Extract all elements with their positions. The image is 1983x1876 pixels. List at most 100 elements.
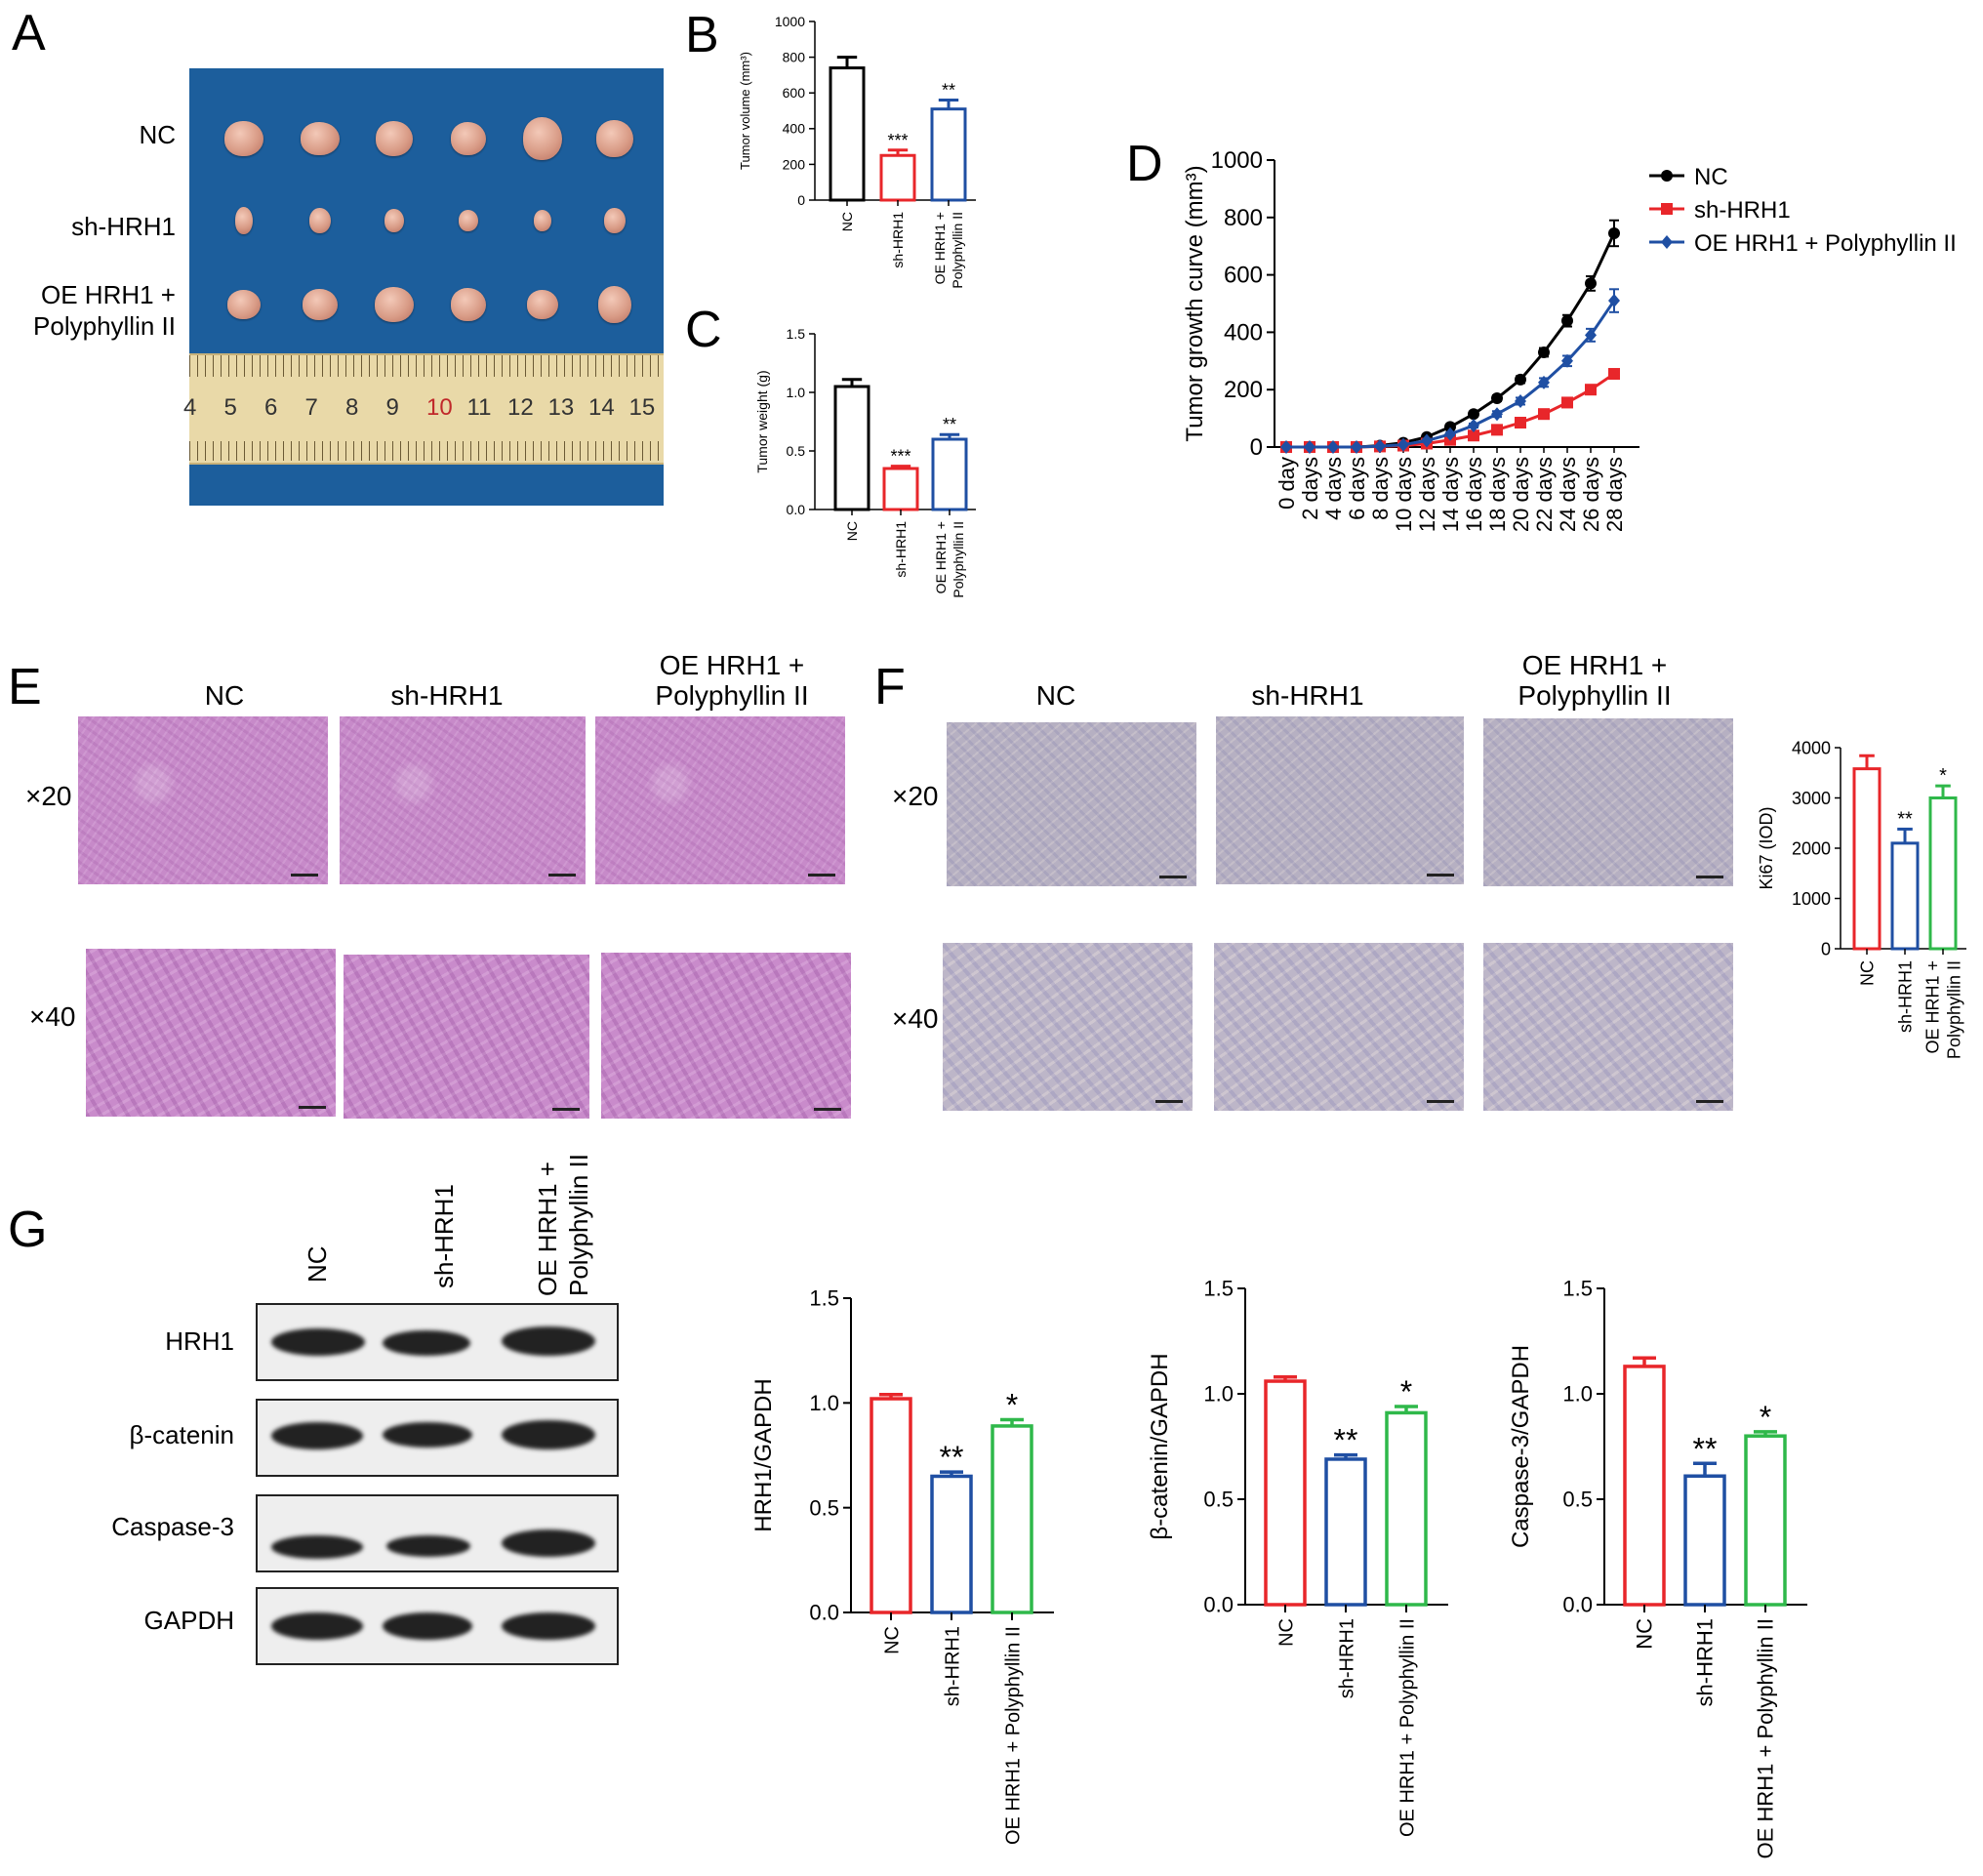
x-tick-label: 6 days bbox=[1345, 457, 1369, 520]
significance-label: *** bbox=[887, 131, 908, 150]
data-point bbox=[1538, 408, 1550, 421]
tumor-specimen bbox=[309, 208, 331, 233]
data-point bbox=[1561, 396, 1573, 409]
bar bbox=[930, 107, 967, 202]
data-point bbox=[1538, 375, 1550, 389]
data-point bbox=[1515, 373, 1526, 386]
panel-label-d: D bbox=[1126, 136, 1163, 192]
bar bbox=[1683, 1474, 1726, 1607]
bar bbox=[1852, 767, 1882, 951]
tumor-specimen bbox=[451, 122, 486, 155]
data-point bbox=[1374, 439, 1386, 454]
he-oe-x40 bbox=[601, 953, 851, 1119]
legend-label: sh-HRH1 bbox=[1694, 197, 1791, 224]
x-tick-label: OE HRH1 + bbox=[1922, 960, 1942, 1054]
blot-bcatenin bbox=[256, 1399, 619, 1477]
significance-label: ** bbox=[1693, 1431, 1718, 1466]
y-tick-label: 0.0 bbox=[787, 502, 806, 517]
ruler-number: 6 bbox=[264, 394, 278, 421]
legend-marker bbox=[1661, 170, 1673, 182]
bar bbox=[1264, 1379, 1307, 1607]
row-label-oe-1: OE HRH1 + bbox=[41, 280, 176, 309]
bar bbox=[1928, 796, 1958, 951]
y-tick-label: 2000 bbox=[1792, 838, 1831, 858]
ruler-number: 10 bbox=[426, 394, 453, 421]
f-mag-40: ×40 bbox=[892, 1003, 939, 1034]
data-point bbox=[1491, 392, 1503, 405]
tumor-specimen bbox=[384, 209, 404, 232]
he-nc-x40 bbox=[86, 949, 336, 1117]
data-point bbox=[1421, 433, 1433, 448]
data-point bbox=[1444, 421, 1456, 433]
y-tick-label: 1.5 bbox=[1562, 1277, 1593, 1301]
data-point bbox=[1515, 417, 1526, 429]
bar bbox=[833, 385, 870, 511]
bar bbox=[829, 66, 866, 202]
y-tick-label: 600 bbox=[1224, 263, 1263, 289]
x-tick-label: 14 days bbox=[1438, 457, 1463, 532]
f-col-sh: sh-HRH1 bbox=[1251, 680, 1364, 711]
data-point bbox=[1561, 314, 1573, 327]
y-tick-label: 200 bbox=[783, 156, 806, 172]
x-tick-label: sh-HRH1 bbox=[1337, 1618, 1358, 1698]
series-line bbox=[1286, 232, 1616, 449]
ruler-number: 14 bbox=[588, 394, 615, 421]
y-tick-label: 0 bbox=[797, 192, 805, 208]
x-tick-label: 12 days bbox=[1415, 457, 1439, 532]
panel-label-b: B bbox=[685, 7, 719, 63]
ruler-number: 12 bbox=[507, 394, 534, 421]
y-axis-label: β-catenin/GAPDH bbox=[1147, 1353, 1173, 1539]
e-mag-40: ×40 bbox=[29, 1001, 76, 1032]
y-tick-label: 0.0 bbox=[809, 1601, 839, 1625]
x-tick-label: OE HRH1 + Polyphyllin II bbox=[1754, 1618, 1778, 1858]
x-tick-label: NC bbox=[844, 521, 860, 541]
ruler-number: 9 bbox=[385, 394, 399, 421]
x-tick-label: NC bbox=[1276, 1618, 1298, 1647]
x-tick-label: sh-HRH1 bbox=[893, 521, 909, 578]
tumor-specimen bbox=[598, 286, 631, 323]
x-tick-label: sh-HRH1 bbox=[1693, 1618, 1718, 1706]
y-tick-label: 1.5 bbox=[1203, 1277, 1234, 1301]
x-tick-label: Polyphyllin II bbox=[1944, 960, 1963, 1059]
y-tick-label: 0 bbox=[1250, 434, 1263, 461]
x-tick-label: NC bbox=[1857, 960, 1877, 986]
y-tick-label: 0.5 bbox=[1203, 1488, 1234, 1512]
x-tick-label: 8 days bbox=[1368, 457, 1393, 520]
significance-label: ** bbox=[942, 81, 955, 101]
blot-label-hrh1: HRH1 bbox=[165, 1326, 234, 1356]
bar bbox=[1623, 1365, 1666, 1607]
x-tick-label: NC bbox=[1633, 1618, 1657, 1650]
data-point bbox=[1491, 424, 1503, 436]
significance-label: * bbox=[1006, 1388, 1018, 1423]
x-tick-label: 0 day bbox=[1275, 457, 1299, 510]
y-tick-label: 1.5 bbox=[787, 326, 806, 342]
y-tick-label: 0.0 bbox=[1203, 1593, 1234, 1617]
panel-label-a: A bbox=[12, 5, 46, 61]
e-col-oe-1: OE HRH1 + bbox=[659, 650, 805, 680]
ihc-sh-x40 bbox=[1214, 943, 1464, 1111]
data-point bbox=[1468, 418, 1479, 432]
data-point bbox=[1538, 346, 1550, 358]
x-tick-label: 4 days bbox=[1321, 457, 1346, 520]
y-tick-label: 400 bbox=[783, 121, 806, 137]
x-tick-label: sh-HRH1 bbox=[1895, 960, 1915, 1033]
y-axis-label: Tumor weight (g) bbox=[754, 370, 770, 472]
he-oe-x20 bbox=[595, 716, 845, 884]
data-point bbox=[1397, 437, 1409, 452]
f-col-oe-2: Polyphyllin II bbox=[1518, 680, 1672, 711]
ruler-number: 13 bbox=[547, 394, 575, 421]
tumor-specimen bbox=[375, 287, 414, 322]
data-point bbox=[1280, 440, 1292, 454]
y-tick-label: 200 bbox=[1224, 377, 1263, 403]
y-axis-label: Caspase-3/GAPDH bbox=[1508, 1345, 1534, 1548]
significance-label: * bbox=[1760, 1400, 1771, 1435]
row-label-sh: sh-HRH1 bbox=[71, 212, 176, 241]
bar bbox=[882, 467, 919, 511]
bar bbox=[879, 153, 916, 202]
ihc-oe-x20 bbox=[1483, 718, 1733, 886]
ruler-number: 11 bbox=[466, 394, 492, 421]
significance-label: *** bbox=[890, 447, 911, 467]
panel-label-f: F bbox=[874, 659, 906, 715]
